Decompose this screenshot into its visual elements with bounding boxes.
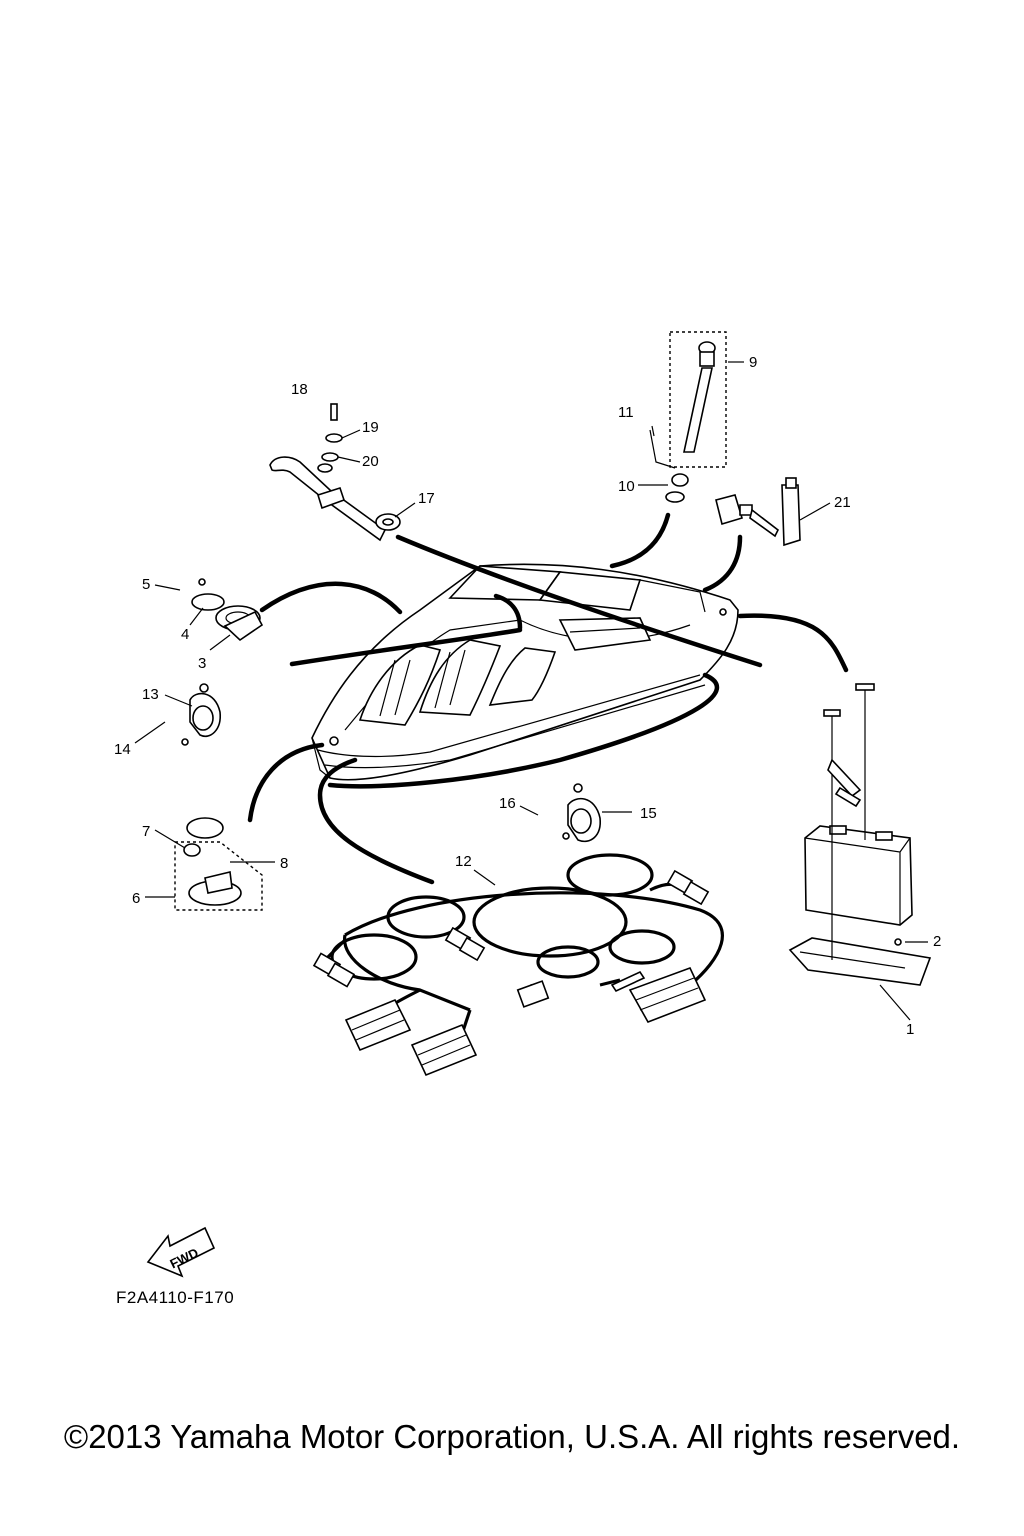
callout-3: 3 [198, 655, 206, 672]
callout-8: 8 [280, 855, 288, 872]
callout-5: 5 [142, 576, 150, 593]
callout-9: 9 [749, 354, 757, 371]
callout-19: 19 [362, 419, 379, 436]
vent-cover-assembly [154, 578, 264, 651]
fwd-arrow-icon: FWD [146, 1226, 216, 1278]
callout-13: 13 [142, 686, 159, 703]
callout-18: 18 [291, 381, 308, 398]
callout-6: 6 [132, 890, 140, 907]
callout-labels: 1 2 3 4 5 6 7 8 9 10 11 12 13 14 15 16 1… [114, 354, 941, 1038]
callout-4: 4 [181, 626, 189, 643]
callout-21: 21 [834, 494, 851, 511]
callout-11: 11 [618, 404, 634, 421]
callout-7: 7 [142, 823, 150, 840]
switch-assembly [145, 817, 275, 911]
copyright-notice: ©2013 Yamaha Motor Corporation, U.S.A. A… [63, 1418, 961, 1455]
callout-2: 2 [933, 933, 941, 950]
light-assembly-13 [134, 683, 221, 746]
callout-10: 10 [618, 478, 635, 495]
callout-15: 15 [640, 805, 657, 822]
boat-hull [311, 563, 739, 781]
assembly-arrows [247, 512, 849, 885]
sensor-assembly [715, 477, 831, 547]
tow-bracket-assembly [269, 403, 416, 542]
harness-connectors [312, 869, 710, 1077]
drawing-code: F2A4110-F170 [116, 1288, 235, 1307]
wire-harness [312, 853, 724, 1077]
callout-14: 14 [114, 741, 131, 758]
callout-1: 1 [906, 1021, 914, 1038]
callout-16: 16 [499, 795, 516, 812]
fuel-filler-assembly [638, 331, 744, 503]
battery-assembly [788, 683, 932, 1021]
callout-20: 20 [362, 453, 379, 470]
light-assembly-15 [519, 783, 632, 843]
callout-17: 17 [418, 490, 435, 507]
callout-12: 12 [455, 853, 472, 870]
